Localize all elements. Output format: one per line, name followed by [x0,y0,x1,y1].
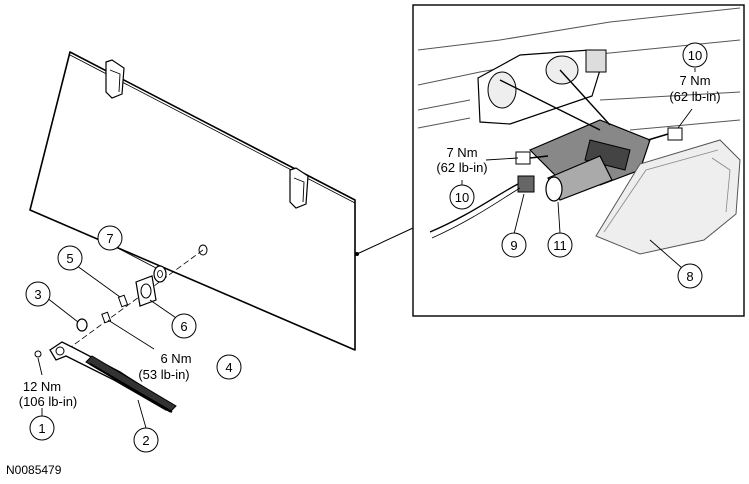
figure-id: N0085479 [6,463,62,477]
torque-arm-nut: 12 Nm (106 lb-in) [19,379,78,409]
svg-text:2: 2 [142,433,149,448]
svg-text:7 Nm: 7 Nm [446,145,477,160]
callout-8: 8 [677,263,703,289]
torque-motor-left: 7 Nm (62 lb-in) [436,145,487,175]
svg-text:(62 lb-in): (62 lb-in) [669,89,720,104]
callout-10-inset-left: 10 [449,184,475,210]
torque-motor-right: 7 Nm (62 lb-in) [669,73,720,104]
callout-leaders-left [37,244,183,429]
svg-text:10: 10 [688,48,702,63]
callout-6: 6 [171,313,197,339]
inset-bolt-right [647,127,683,141]
svg-text:7 Nm: 7 Nm [679,73,710,88]
seal-part [135,275,157,307]
callout-9: 9 [501,232,527,258]
svg-text:8: 8 [686,269,693,284]
svg-text:11: 11 [553,238,567,253]
inset-body-panel [417,7,741,131]
pivot-cap-part [76,318,88,332]
glass-hinge-left [105,59,125,99]
callout-1: 1 [29,415,55,441]
wiper-blade [85,355,177,413]
inset-motor-cover [595,139,741,255]
spacer-part [117,294,129,308]
svg-text:1: 1 [38,421,45,436]
callout-5: 5 [57,245,83,271]
inset-mount-bracket [477,49,607,125]
callout-10-inset-right: 10 [682,42,708,68]
inset-connector [429,175,535,239]
callout-leaders-inset [461,68,696,269]
svg-text:(62 lb-in): (62 lb-in) [436,160,487,175]
torque-pivot-nut: 6 Nm (53 lb-in) [138,351,191,382]
svg-text:6: 6 [180,319,187,334]
svg-text:9: 9 [510,238,517,253]
callout-3: 3 [25,281,51,307]
svg-text:(106 lb-in): (106 lb-in) [19,394,78,409]
grommet-part [153,265,167,283]
callout-7: 7 [97,225,123,251]
svg-text:10: 10 [455,190,469,205]
svg-text:3: 3 [34,287,41,302]
callout-4: 4 [216,354,242,380]
svg-text:12 Nm: 12 Nm [23,379,61,394]
svg-text:5: 5 [66,251,73,266]
callout-2: 2 [133,427,159,453]
svg-text:4: 4 [225,360,232,375]
svg-text:6 Nm: 6 Nm [160,351,191,366]
glass-hinge-right [289,167,309,209]
svg-text:7: 7 [106,231,113,246]
callout-11: 11 [547,232,573,258]
inset-motor-cylinder [545,155,613,202]
glass-pivot-hole [59,244,208,356]
svg-text:(53 lb-in): (53 lb-in) [138,367,189,382]
